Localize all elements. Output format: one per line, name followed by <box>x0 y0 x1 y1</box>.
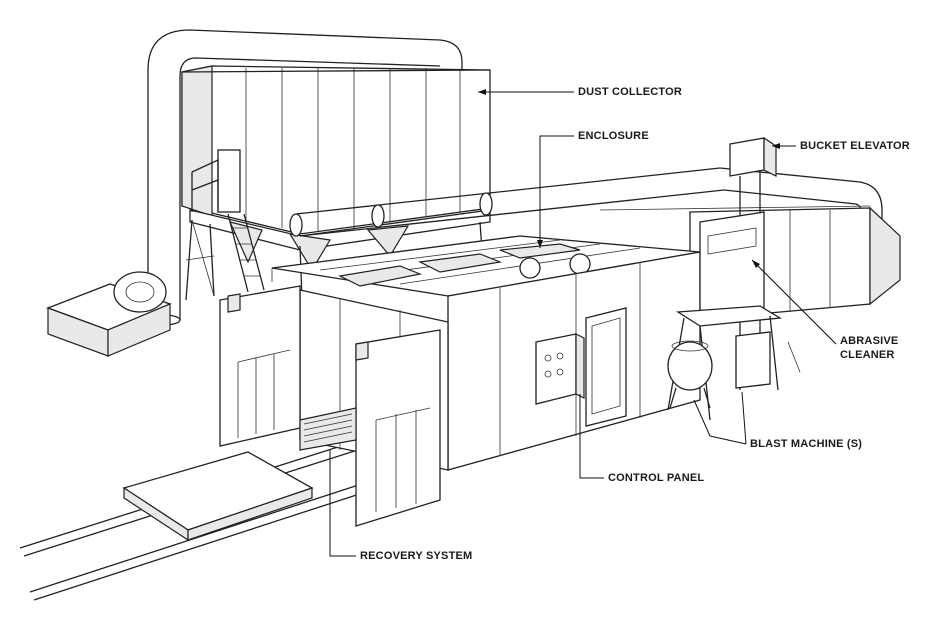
label-dust-collector: DUST COLLECTOR <box>578 86 683 98</box>
label-enclosure: ENCLOSURE <box>578 130 649 142</box>
blast-machines <box>667 305 801 421</box>
service-platform-ladder <box>191 149 265 293</box>
control-panel-box <box>535 333 585 405</box>
label-bucket-elevator: BUCKET ELEVATOR <box>800 140 910 152</box>
entrance-doors <box>219 285 441 527</box>
blower-fan <box>46 271 172 357</box>
transfer-cart <box>122 451 314 542</box>
recovery-grating <box>299 407 357 451</box>
label-recovery-system: RECOVERY SYSTEM <box>360 550 473 562</box>
label-control-panel: CONTROL PANEL <box>608 472 705 484</box>
leader-lines <box>329 89 837 557</box>
label-abrasive-cleaner-line2: CLEANER <box>840 349 895 361</box>
label-abrasive-cleaner-line1: ABRASIVE <box>840 335 899 347</box>
label-blast-machines: BLAST MACHINE (S) <box>750 438 863 450</box>
side-door <box>585 307 627 427</box>
